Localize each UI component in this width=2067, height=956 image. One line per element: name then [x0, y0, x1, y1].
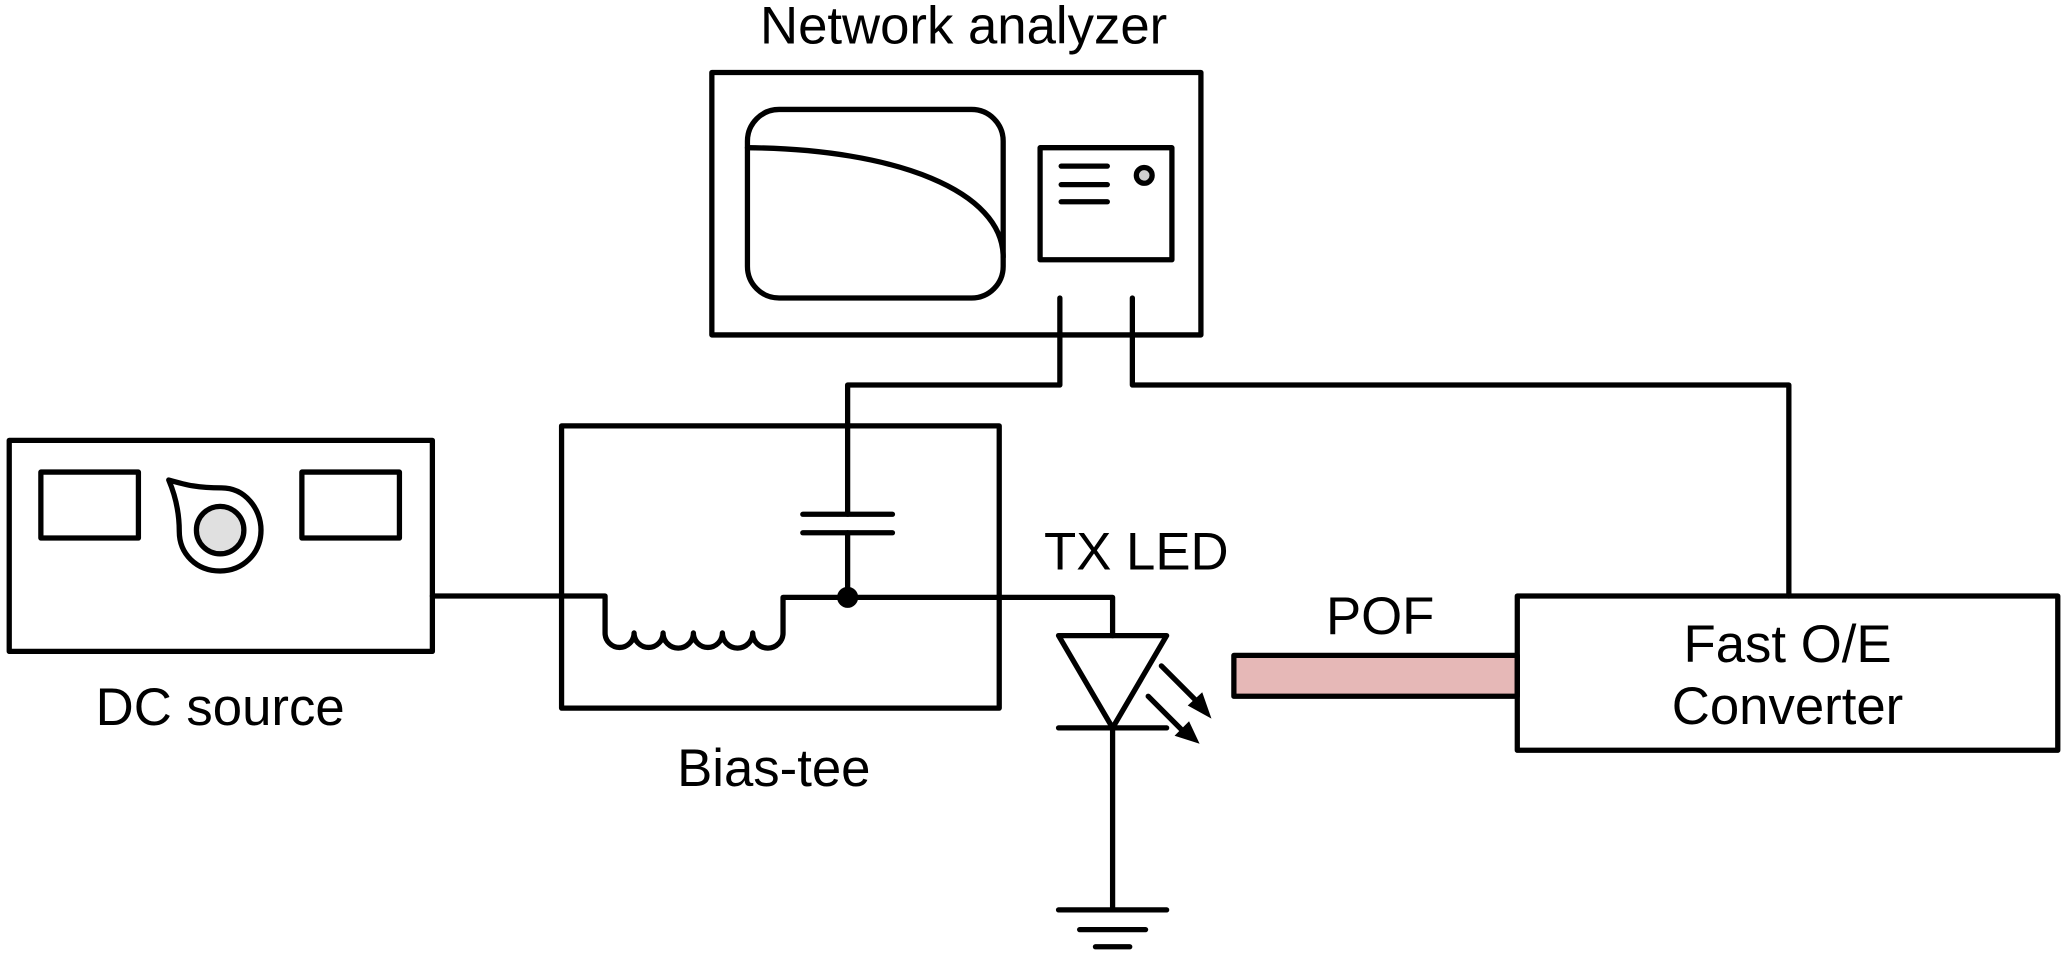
pof: POF [1231, 587, 1520, 699]
analyzer-screen [744, 106, 1006, 301]
tx-led: TX LED [1044, 523, 1229, 913]
dc-knob-icon [193, 503, 247, 557]
pof-label: POF [1326, 587, 1434, 646]
pof-fiber [1231, 652, 1520, 699]
wire-port1 [844, 295, 1063, 517]
dc-source-body [6, 437, 436, 655]
bias-tee-label: Bias-tee [677, 739, 870, 798]
oe-converter-label-line1: Fast O/E [1684, 615, 1892, 674]
analyzer-trace [744, 145, 1006, 260]
network-analyzer-body [709, 69, 1204, 338]
dc-source: DC source [6, 437, 436, 737]
dc-display-right [299, 469, 403, 541]
emission-arrow-icon [1158, 663, 1200, 705]
inductor-icon [429, 593, 1116, 651]
oe-converter-label-line2: Converter [1672, 677, 1903, 736]
bias-tee-body [558, 423, 1002, 711]
dc-knob-housing [166, 477, 264, 574]
bias-tee: Bias-tee [429, 423, 1116, 798]
tx-led-label: TX LED [1044, 523, 1229, 582]
emission-arrowhead-icon [1174, 721, 1200, 744]
analyzer-panel [1037, 145, 1175, 263]
emission-arrow-icon [1145, 693, 1187, 735]
panel-knob-icon [1133, 164, 1155, 186]
dc-display-left [38, 469, 142, 541]
dc-source-label: DC source [96, 678, 345, 737]
wire-port2 [1129, 295, 1792, 599]
ground-icon [1055, 907, 1170, 950]
led-diode-icon [1055, 632, 1170, 731]
network-analyzer: Network analyzer [709, 0, 1204, 338]
oe-converter: Fast O/E Converter [1514, 593, 2061, 753]
junction-dot [837, 586, 859, 608]
oe-converter-body [1514, 593, 2061, 753]
emission-arrowhead-icon [1187, 692, 1212, 719]
network-analyzer-label: Network analyzer [760, 0, 1167, 56]
